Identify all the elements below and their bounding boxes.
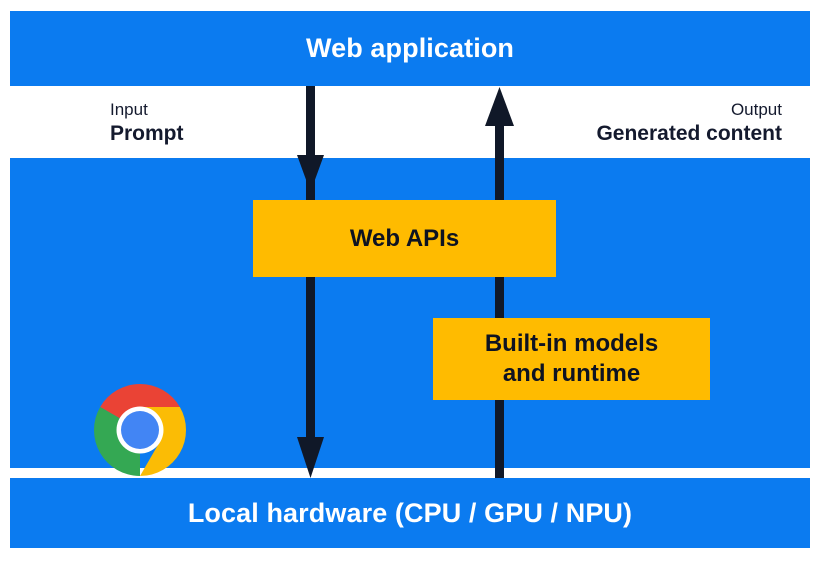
box-web-apis-label: Web APIs <box>349 224 460 252</box>
band-web-application-label: Web application <box>305 33 515 63</box>
band-web-application: Web application <box>10 11 810 86</box>
annotation-output: Output Generated content <box>596 100 782 146</box>
annotation-input: Input Prompt <box>110 100 184 146</box>
annotation-input-value: Prompt <box>110 121 184 145</box>
annotation-input-kicker: Input <box>110 100 148 119</box>
band-local-hardware-label: Local hardware (CPU / GPU / NPU) <box>187 497 633 528</box>
band-local-hardware: Local hardware (CPU / GPU / NPU) <box>10 478 810 548</box>
chrome-logo-icon <box>93 384 187 476</box>
annotation-output-value: Generated content <box>596 121 782 145</box>
box-built-in-models-line2: and runtime <box>502 360 641 387</box>
annotation-output-kicker: Output <box>730 100 782 119</box>
box-web-apis: Web APIs <box>253 200 556 277</box>
box-built-in-models-line1: Built-in models <box>484 330 659 358</box>
